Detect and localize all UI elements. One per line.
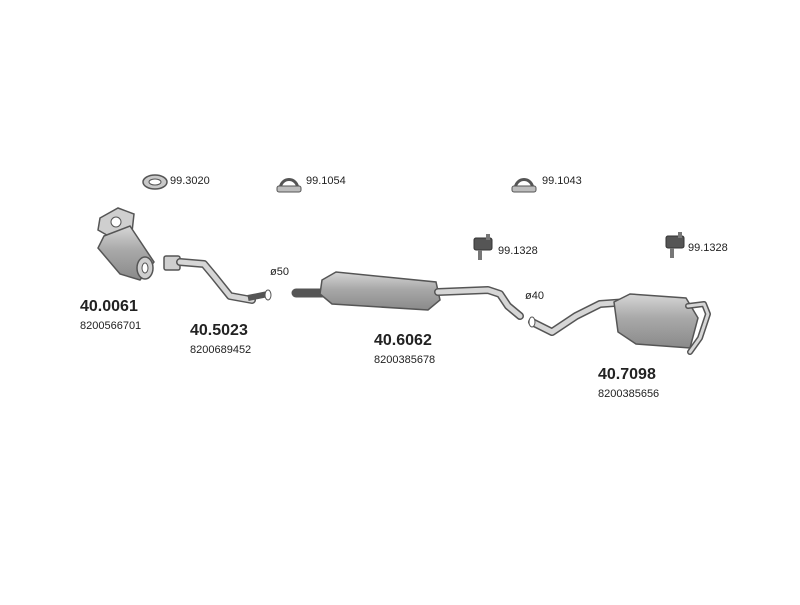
oem-number-front-pipe: 8200689452: [190, 344, 252, 356]
rubber-hanger-icon: [473, 234, 493, 260]
pipe-clamp-icon: [511, 178, 537, 193]
front-pipe-icon: [163, 255, 272, 304]
part-number-middle-silencer: 40.6062: [374, 332, 432, 349]
rear-silencer-icon: [528, 293, 711, 355]
oem-number-middle-silencer: 8200385678: [374, 354, 436, 366]
gasket-ring-icon: [142, 174, 168, 190]
middle-silencer-icon: [291, 271, 524, 320]
accessory-label-clamp-2: 99.1043: [542, 175, 582, 187]
accessory-label-gasket: 99.3020: [170, 175, 210, 187]
accessory-label-hanger-2: 99.1328: [688, 242, 728, 254]
oem-number-catalyst: 8200566701: [80, 320, 142, 332]
dimension-label-d50: ø50: [270, 266, 289, 278]
pipe-clamp-icon: [276, 178, 302, 193]
accessory-label-hanger-1: 99.1328: [498, 245, 538, 257]
part-number-catalyst: 40.0061: [80, 298, 138, 315]
part-number-rear-silencer: 40.7098: [598, 366, 656, 383]
catalytic-converter-icon: [97, 207, 155, 281]
rubber-hanger-icon: [665, 232, 685, 258]
oem-number-rear-silencer: 8200385656: [598, 388, 660, 400]
part-number-front-pipe: 40.5023: [190, 322, 248, 339]
dimension-label-d40: ø40: [525, 290, 544, 302]
accessory-label-clamp-1: 99.1054: [306, 175, 346, 187]
